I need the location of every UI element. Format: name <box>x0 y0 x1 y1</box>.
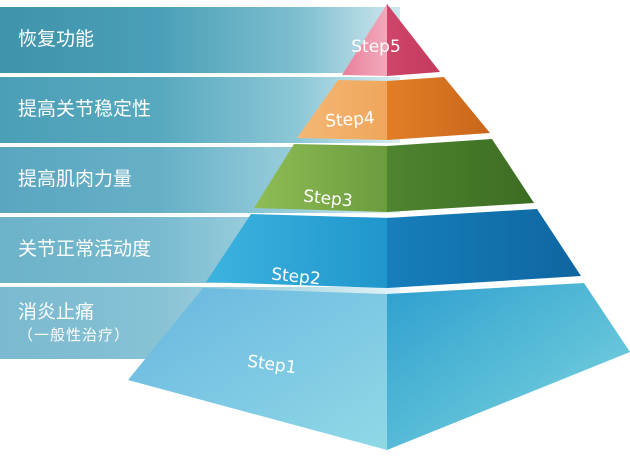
level-5-band: 恢复功能 <box>0 7 400 73</box>
level-3-side-face <box>387 139 534 212</box>
level-1-side-face <box>387 283 630 450</box>
level-1-sublabel: （一般性治疗） <box>18 325 131 344</box>
level-3-front-face <box>254 144 387 212</box>
level-4-front-face <box>297 80 387 140</box>
level-4-label: 提高关节稳定性 <box>18 98 152 121</box>
level-2-front-face <box>206 214 387 288</box>
level-1-front-face <box>128 288 387 450</box>
level-1-label: 消炎止痛 <box>18 300 95 323</box>
level-3-label: 提高肌肉力量 <box>18 168 133 191</box>
level-2-label: 关节正常活动度 <box>18 238 152 261</box>
step-5-label: Step5 <box>351 37 401 57</box>
step-2-label: Step2 <box>270 264 321 289</box>
level-4-side-face <box>387 77 490 140</box>
level-5-front-face <box>342 4 387 76</box>
level-2-side-face <box>387 209 581 288</box>
level-5-side-face <box>387 4 440 76</box>
level-5-label: 恢复功能 <box>18 28 95 51</box>
step-4-label: Step4 <box>325 108 376 131</box>
